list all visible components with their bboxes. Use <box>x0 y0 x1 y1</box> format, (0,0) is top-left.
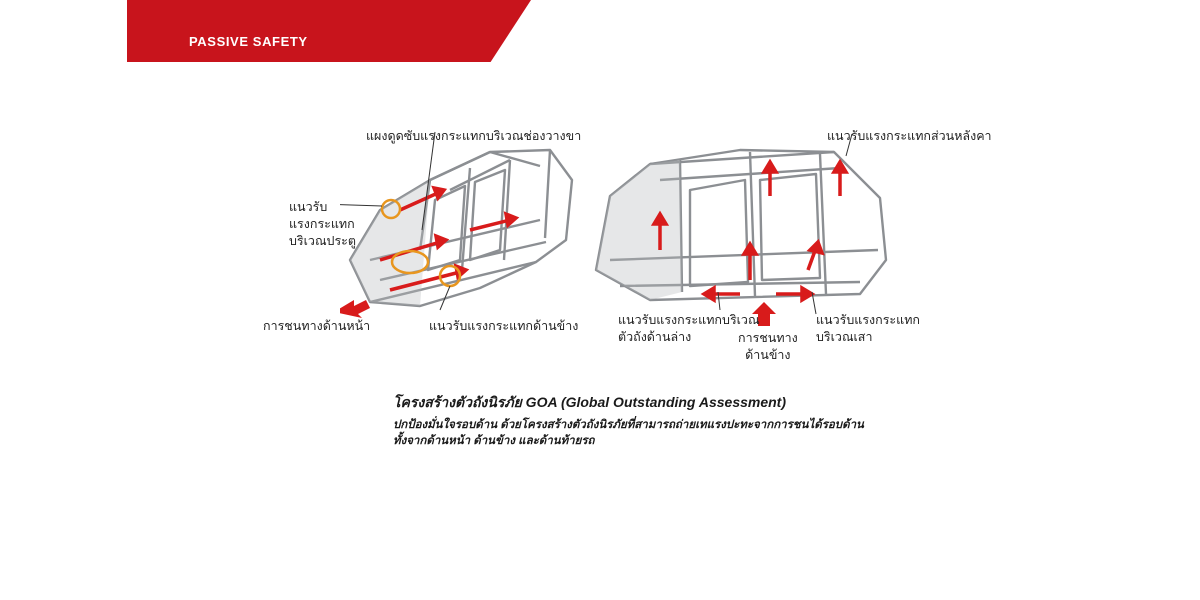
force-arrow-rear-head <box>503 211 520 229</box>
frame-door-openings <box>688 172 822 288</box>
frame-outline <box>594 148 888 302</box>
leader-line-pillar <box>811 291 817 315</box>
force-arrow-mid-head <box>433 233 450 251</box>
front-body-frame-illustration <box>340 131 574 318</box>
frame-pillars <box>678 151 828 297</box>
label-pillar-path: แนวรับแรงกระแทก บริเวณเสา <box>816 313 921 344</box>
caption-body: ปกป้องมั่นใจรอบด้าน ด้วยโครงสร้างตัวถังน… <box>393 418 864 447</box>
force-arrow-floor <box>389 270 461 292</box>
highlight-ring-door <box>380 198 402 220</box>
label-lower-body-path: แนวรับแรงกระแทกบริเวณ ตัวถังด้านล่าง <box>618 313 760 344</box>
force-arrow-floor-left-head <box>700 284 716 304</box>
force-arrow-roof-a-head <box>760 158 780 174</box>
leader-line-lower <box>717 291 721 311</box>
force-arrow-pillar-head <box>740 240 760 256</box>
front-body-frame-figure <box>340 110 670 340</box>
rear-body-frame-figure <box>590 110 910 340</box>
header-banner <box>127 0 531 62</box>
force-arrow-roof-head <box>431 185 448 202</box>
side-impact-arrow <box>752 302 776 326</box>
leader-line-roof <box>845 133 853 157</box>
label-side-impact-path: แนวรับแรงกระแทกด้านข้าง <box>429 319 579 333</box>
caption-block: โครงสร้างตัวถังนิรภัย GOA (Global Outsta… <box>393 394 913 449</box>
label-side-impact: การชนทาง ด้านข้าง <box>738 331 798 362</box>
force-arrow-rear <box>469 218 511 232</box>
leader-line-door <box>340 204 383 207</box>
front-impact-arrow <box>340 300 370 318</box>
leader-line-top <box>421 131 436 231</box>
frame-roof-rail <box>429 150 541 192</box>
label-rear-path: แนวรับแรงกระแทกส่วนหลังคา <box>827 129 992 143</box>
force-arrow-rear-door-head <box>806 238 825 256</box>
label-upper-floor-absorber: แผงดูดซับแรงกระแทกบริเวณช่องวางขา <box>366 129 582 143</box>
force-arrow-roof <box>399 190 441 212</box>
section-title: PASSIVE SAFETY <box>189 34 308 49</box>
frame-shading <box>350 180 430 306</box>
force-arrow-roof-b-head <box>830 158 850 174</box>
force-arrow-floor-right-head <box>800 284 816 304</box>
frame-outline <box>348 148 574 308</box>
highlight-ring-floor <box>390 249 430 275</box>
label-door-area-path: แนวรับ แรงกระแทก บริเวณประตู <box>289 200 357 248</box>
force-arrow-front-door-head <box>650 210 670 226</box>
rear-body-frame-illustration <box>594 133 888 326</box>
label-front-impact: การชนทางด้านหน้า <box>263 319 371 333</box>
leader-line-side <box>439 285 451 311</box>
frame-pillars <box>418 149 552 271</box>
caption-title: โครงสร้างตัวถังนิรภัย GOA (Global Outsta… <box>393 394 787 410</box>
frame-shading <box>596 160 682 300</box>
